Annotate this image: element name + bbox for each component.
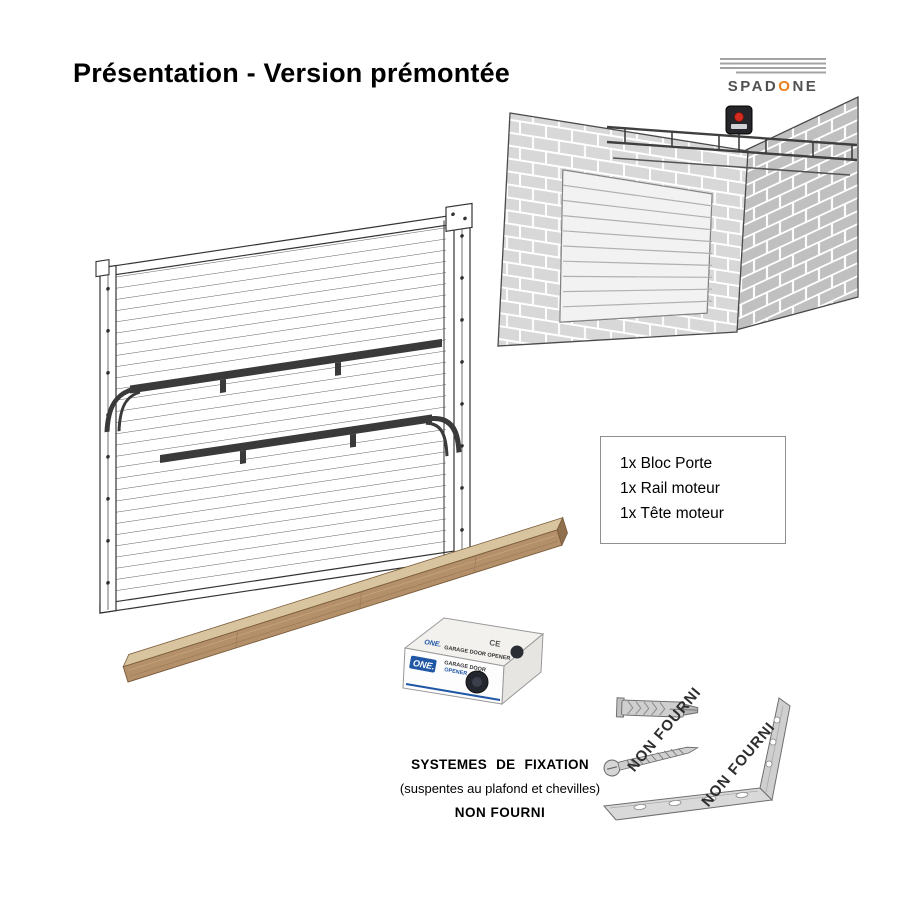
garage-door-slats [562,184,713,308]
shutter-lines-icon [720,58,826,74]
fixation-title: SYSTEMES DE FIXATION [411,757,589,772]
motor-box-brand-front: ONE. [412,658,435,672]
motor-photo-top [510,645,524,659]
motor-rail-ladder [606,125,858,162]
rail-package-illustration [122,516,568,683]
one-logo-badge [409,655,437,673]
page-title: Présentation - Version prémontée [73,58,511,88]
fixation-subtitle: (suspentes au plafond et chevilles) [399,781,601,796]
motor-box-ce-mark: CE [489,638,502,649]
motor-rail-rungs [624,128,853,160]
logo-prefix: SPAD [727,78,779,95]
fixation-hardware-illustration [603,697,791,821]
garage-side-wall [735,95,859,331]
door-panel-illustration [95,202,473,616]
door-corner-tab [95,259,110,278]
door-slats-area [114,222,446,605]
motor-box-brand-top: ONE. [424,639,442,649]
motor-box-product-front-accent: OPENER [444,667,468,677]
motor-label [731,124,747,129]
motor-box-right-face [501,632,544,706]
motor-box-blue-stripe [405,683,501,701]
parts-box-item: 1x Tête moteur [620,505,724,522]
logo-suffix: NE [792,78,819,95]
spadone-wordmark: SPADONE [719,78,827,95]
parts-box-item: 1x Bloc Porte [620,455,713,472]
fixation-note: SYSTEMES DE FIXATION (suspentes au plafo… [352,757,648,820]
garage-door [559,169,713,323]
motor-box-illustration: ONE. GARAGE DOOR OPENER CE ONE. GARAGE D… [402,617,545,706]
parts-box-item: 1x Rail moteur [620,480,720,497]
logo-accent-letter: O [778,78,793,95]
included-parts-box: 1x Bloc Porte 1x Rail moteur 1x Tête mot… [600,436,786,544]
motor-indicator-light [734,112,744,122]
screw-icon [603,746,699,777]
angle-bracket-icon [603,697,791,821]
wall-plug-icon [615,697,699,718]
curved-track-upper [104,338,442,433]
fixation-non-fourni: NON FOURNI [454,805,546,820]
motor-rail-secondary [612,157,851,176]
curved-track-lower [160,414,462,465]
door-corner-plate [445,202,473,232]
garage-3d-illustration [497,95,859,347]
spadone-logo: SPADONE [719,57,827,95]
